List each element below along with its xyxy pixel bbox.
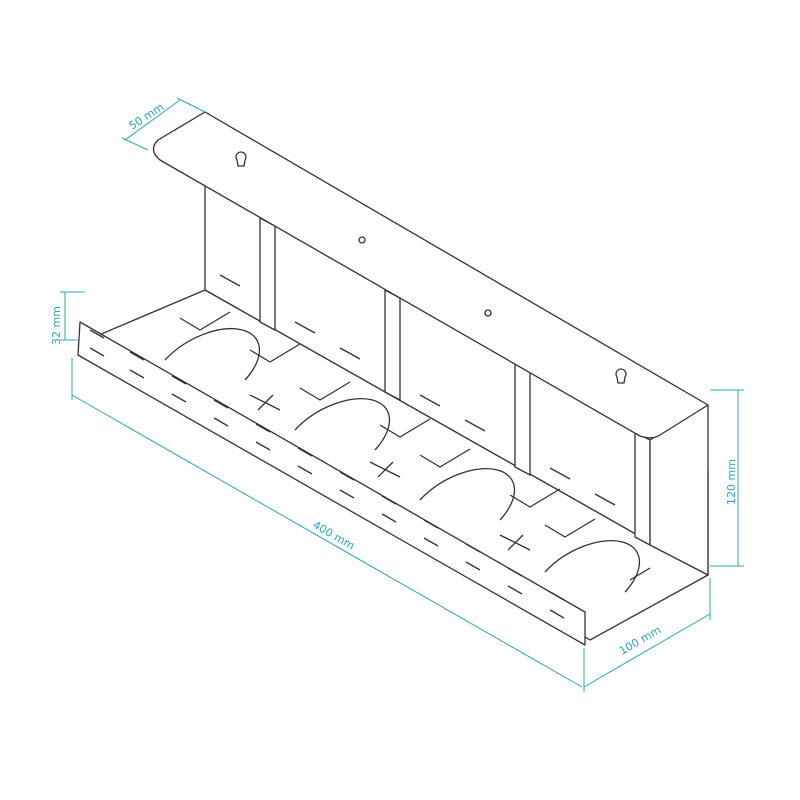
- dimension-32mm: 32 mm: [50, 291, 85, 345]
- dimension-label: 100 mm: [617, 623, 663, 657]
- lip-slots: [89, 329, 565, 619]
- dimension-label: 50 mm: [127, 100, 167, 132]
- dimension-label: 120 mm: [725, 459, 738, 505]
- dimension-label: 32 mm: [50, 306, 63, 345]
- dimension-120mm: 120 mm: [710, 389, 744, 567]
- tray-body: [77, 111, 709, 646]
